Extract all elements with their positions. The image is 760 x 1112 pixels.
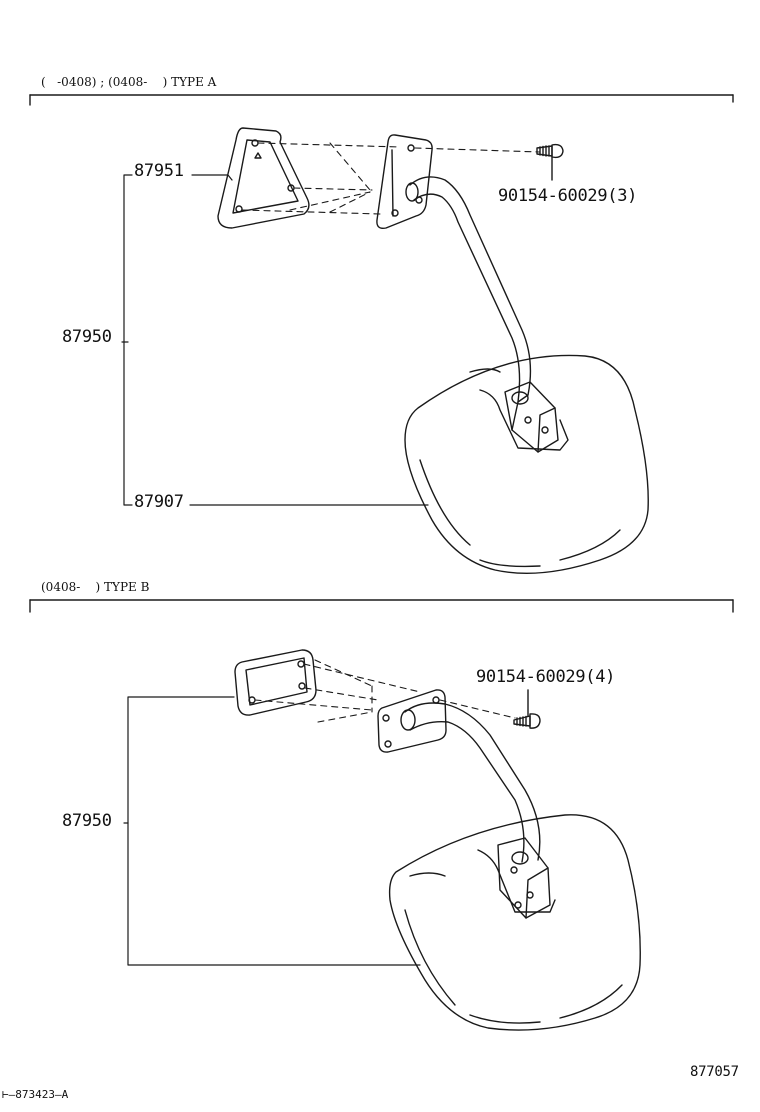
section-a-header: ( -0408) ; (0408- ) TYPE A — [41, 75, 217, 89]
section-a-alignment-lines — [242, 143, 540, 214]
section-b-leaders — [124, 697, 420, 965]
section-a-leaders — [122, 175, 428, 505]
section-b-frame — [30, 600, 733, 612]
mirror-arm-a-part — [377, 135, 558, 452]
part-label-87950-b: 87950 — [62, 811, 112, 831]
illustration-number: 877057 — [690, 1064, 739, 1080]
section-b-header: (0408- ) TYPE B — [41, 580, 150, 594]
section-a-frame — [30, 95, 733, 105]
mirror-head-b-part — [390, 815, 641, 1030]
part-label-screw-a: 90154-60029(3) — [498, 186, 638, 206]
mirror-head-87907-part — [405, 355, 648, 573]
part-label-87907: 87907 — [134, 492, 184, 512]
gasket-b-part — [235, 650, 316, 715]
part-label-87950-a: 87950 — [62, 327, 112, 347]
screw-b-part — [514, 690, 540, 728]
section-b-alignment-lines — [255, 660, 515, 722]
reference-code: ⊢—873423—A — [2, 1088, 69, 1101]
part-label-87951: 87951 — [134, 161, 184, 181]
screw-a-part — [537, 145, 563, 180]
mirror-arm-b-part — [378, 690, 550, 918]
part-label-screw-b: 90154-60029(4) — [476, 667, 616, 687]
